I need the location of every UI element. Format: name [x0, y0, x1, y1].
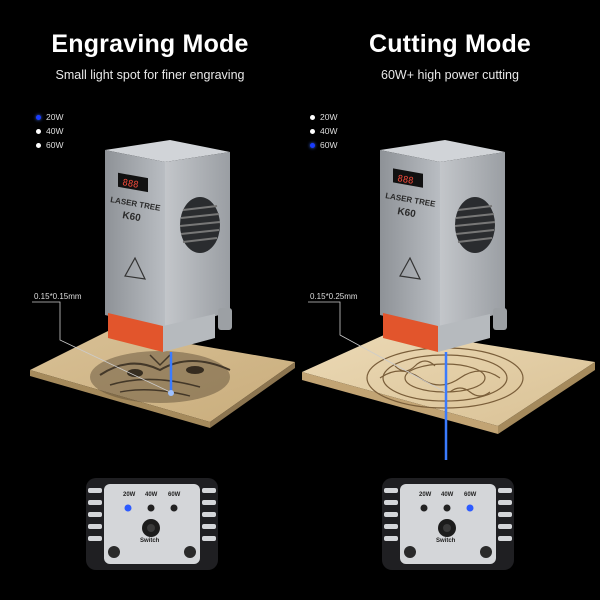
housing-front — [105, 150, 165, 330]
protective-window — [383, 313, 438, 352]
switch-label: Switch — [436, 538, 456, 544]
fan-grille-icon — [454, 197, 496, 253]
engraving-mode-title: Engraving Mode — [51, 30, 249, 58]
power-led-40w-icon — [147, 504, 155, 512]
power-led-60w-icon — [170, 504, 178, 512]
power-item-20w: 20W — [36, 110, 63, 124]
ctrl-label-40w: 40W — [441, 492, 454, 498]
engraving-control-panel: 20W 40W 60W Switch — [86, 478, 218, 570]
laser-warning-icon — [399, 256, 422, 280]
engraver-machine-illustration: 888 LASER TREE K60 — [30, 140, 295, 428]
ctrl-label-60w: 60W — [168, 492, 181, 498]
power-led-40w-icon — [443, 504, 451, 512]
cutting-mode-panel: Cutting Mode 60W+ high power cutting 20W… — [300, 0, 600, 600]
power-item-40w: 40W — [310, 124, 337, 138]
power-label: 40W — [46, 126, 64, 136]
power-indicator-dot-icon — [310, 114, 315, 120]
power-led-20w-icon — [420, 504, 428, 512]
cutting-mode-title: Cutting Mode — [368, 30, 532, 58]
housing-front — [380, 150, 440, 330]
cutting-spot-size: 0.15*0.25mm — [310, 292, 358, 301]
display-digits: 888 — [396, 174, 414, 187]
power-label: 60W — [46, 140, 64, 150]
power-led-60w-icon — [466, 504, 474, 512]
spot-leader-line — [32, 301, 171, 393]
power-item-20w: 20W — [310, 110, 337, 124]
housing-top — [105, 140, 230, 162]
power-label: 40W — [320, 126, 338, 136]
protective-window — [108, 313, 163, 352]
switch-label: Switch — [140, 538, 160, 544]
screw-icon — [108, 546, 120, 558]
ctrl-label-20w: 20W — [419, 492, 432, 498]
digital-display — [393, 168, 423, 188]
cutting-control-panel: 20W 40W 60W Switch — [382, 478, 514, 570]
power-item-60w: 60W — [310, 138, 337, 152]
display-digits: 888 — [121, 178, 139, 191]
screw-icon — [184, 546, 196, 558]
screw-icon — [404, 546, 416, 558]
model-text: K60 — [121, 210, 141, 224]
ctrl-label-60w: 60W — [464, 492, 477, 498]
engraving-mode-panel: Engraving Mode Small light spot for fine… — [30, 30, 295, 570]
power-item-40w: 40W — [36, 124, 63, 138]
engraving-spot-size: 0.15*0.15mm — [34, 292, 82, 301]
ctrl-label-40w: 40W — [145, 492, 158, 498]
wood-board — [30, 330, 295, 422]
adjust-knob — [493, 308, 507, 330]
engraving-mode-subtitle: Small light spot for finer engraving — [55, 68, 245, 82]
power-indicator-dot-icon — [310, 128, 315, 134]
laser-warning-icon — [124, 256, 147, 280]
fan-grille-icon — [179, 197, 221, 253]
cutting-mode-subtitle: 60W+ high power cutting — [381, 68, 519, 82]
screw-icon — [480, 546, 492, 558]
power-led-20w-icon — [124, 504, 132, 512]
tiger-engraving — [90, 351, 231, 403]
spot-leader-line — [308, 301, 446, 393]
ctrl-label-20w: 20W — [123, 492, 136, 498]
power-indicator-dot-icon — [36, 142, 41, 148]
cutting-power-list: 20W 40W 60W — [310, 110, 337, 152]
cutter-machine-illustration: 888 LASER TREE K60 — [302, 140, 595, 460]
power-label: 20W — [46, 112, 64, 122]
model-text: K60 — [396, 206, 416, 220]
power-item-60w: 60W — [36, 138, 63, 152]
power-indicator-dot-icon — [36, 114, 41, 120]
adjust-knob — [218, 308, 232, 330]
engraving-power-list: 20W 40W 60W — [36, 110, 63, 152]
digital-display — [118, 172, 148, 193]
power-label: 60W — [320, 140, 338, 150]
power-label: 20W — [320, 112, 338, 122]
power-indicator-dot-icon — [310, 142, 315, 148]
power-indicator-dot-icon — [36, 128, 41, 134]
